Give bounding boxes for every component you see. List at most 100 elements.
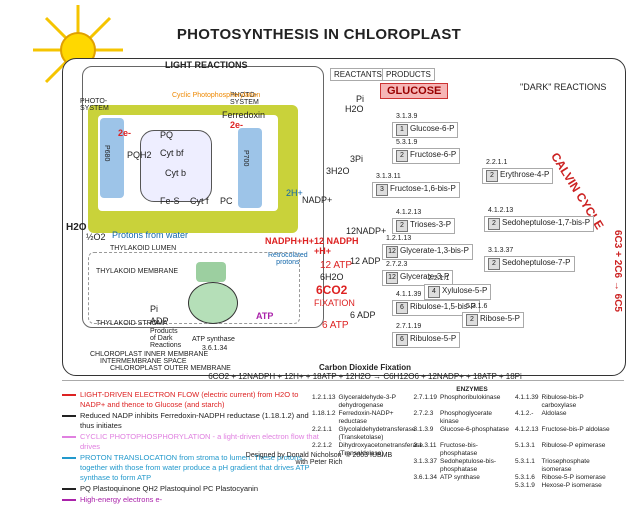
enzyme-cell: 5.3.1.6 — [515, 474, 535, 481]
enzyme-cell — [312, 482, 339, 490]
enzyme-cell: Triosephosphate isomerase — [541, 458, 590, 473]
legend-text: PROTON TRANSLOCATION from stroma to lume… — [80, 453, 310, 482]
enzyme-cell: Hexose-P isomerase — [541, 482, 602, 489]
psii-complex — [100, 118, 124, 198]
legend-item: High-energy electrons e- — [62, 495, 322, 505]
step-ec: 4.1.2.13 — [396, 209, 422, 216]
enzyme-cell: 2.7.2.3 — [413, 410, 434, 417]
enzyme-cell: 2.7.1.19 — [413, 394, 438, 401]
products-label: Products of Dark Reactions — [150, 328, 182, 349]
photosystem-2-label: PHOTO- SYSTEM — [80, 98, 109, 112]
mid-12atp: 12 ATP — [320, 260, 353, 271]
thylakoid-membrane-label: THYLAKOID MEMBRANE — [96, 268, 179, 275]
enzyme-cell: Glucose-6-phosphatase — [440, 426, 510, 433]
enzyme-cell: 3.1.3.37 — [413, 458, 438, 465]
atp-synthase-ec: 3.6.1.34 — [202, 345, 228, 352]
enzyme-cell: Fructose-bis-P aldolase — [541, 426, 610, 433]
legend: LIGHT-DRIVEN ELECTRON FLOW (electric cur… — [62, 390, 322, 506]
retrocolated-label: Retrocolated protons — [268, 252, 308, 266]
intermembrane-label: INTERMEMBRANE SPACE — [100, 358, 187, 365]
atp-synthase-label: ATP synthase — [192, 336, 235, 343]
mid-12adp: 12 ADP — [350, 256, 381, 266]
enzyme-cell: Dihydroxyacetonetransferase (Transaldola… — [338, 442, 424, 457]
step-ec: 4.1.2.13 — [488, 207, 514, 214]
step-name: Fructose-6-P — [410, 150, 457, 159]
credit: Designed by Donald Nicholson © 2003 IUBM… — [0, 452, 638, 466]
legend-text: High-energy electrons e- — [80, 495, 163, 504]
step-count: 6 — [396, 302, 408, 314]
atp-synthase-head — [188, 282, 238, 324]
step-count: 2 — [396, 150, 408, 162]
legend-arrow-icon — [62, 436, 76, 438]
legend-item: CYCLIC PHOTOPHOSPHORYLATION - a light-dr… — [62, 432, 322, 452]
copyright: © 2003 IUBMB — [345, 452, 393, 459]
enzyme-cell: 3.6.1.34 — [413, 474, 438, 481]
enzyme-cell: 4.1.2.- — [515, 410, 534, 417]
step-name: Ribose-5-P — [480, 314, 521, 323]
mid-3pi: 3Pi — [350, 154, 364, 164]
enzyme-cell: 3.1.3.9 — [413, 426, 434, 433]
atp-label: ATP — [256, 311, 274, 321]
page-title: PHOTOSYNTHESIS IN CHLOROPLAST — [176, 26, 462, 43]
step-count: 2 — [488, 258, 500, 270]
step-count: 3 — [376, 184, 388, 196]
water-label: H2O — [66, 222, 87, 233]
credit-line2: with Peter Rich — [295, 459, 343, 466]
cytbf-complex — [140, 130, 212, 202]
cyclic-label: Cyclic Photophosphorylation — [172, 92, 261, 99]
step-ec: 2.2.1.1 — [486, 159, 508, 166]
enzyme-cell: 4.1.1.39 — [515, 394, 539, 401]
thylakoid-stroma-label: THYLAKOID STROMA — [96, 320, 168, 327]
separator — [62, 380, 624, 381]
step-ec: 3.1.3.9 — [396, 113, 418, 120]
calvin-equation: 6C3 + 2C6 → 6C5 — [612, 230, 623, 312]
step-count: 12 — [386, 246, 398, 258]
enzyme-cell — [312, 474, 339, 482]
enzyme-cell: 3.1.3.11 — [413, 442, 437, 449]
mid-6adp: 6 ADP — [350, 310, 376, 320]
pq-label: PQ — [160, 130, 174, 140]
electron-label-2: 2e- — [230, 120, 244, 130]
cytf-label: Cyt f — [190, 196, 209, 206]
legend-item: LIGHT-DRIVEN ELECTRON FLOW (electric cur… — [62, 390, 322, 410]
step-name: Ribulose-1,5-bis-P — [410, 302, 476, 311]
atp-synthase-stalk — [196, 262, 226, 282]
dark-reactions-label: "DARK" REACTIONS — [520, 82, 607, 92]
mid-pi: Pi — [356, 94, 365, 104]
step-name: Trioses-3-P — [410, 220, 452, 229]
step-ec: 1.2.1.13 — [386, 235, 412, 242]
mid-6co2: 6CO2 — [316, 283, 348, 297]
step-name: Sedoheptulose-7-P — [502, 258, 571, 267]
mid-fixation: FIXATION — [314, 298, 355, 308]
enzyme-cell: Ribulose-P epimerase — [541, 442, 606, 449]
step-ec: 2.2.1.1 — [428, 275, 450, 282]
p680-label: P680 — [103, 145, 110, 162]
step-count: 2 — [486, 170, 498, 182]
protons-label: Protons from water — [112, 230, 189, 240]
step-name: Erythrose-4-P — [500, 170, 550, 179]
enzyme-cell: Fructose-bis-phosphatase — [440, 442, 478, 457]
legend-arrow-icon — [62, 394, 76, 396]
electron-label-1: 2e- — [118, 128, 132, 138]
light-reactions-label: LIGHT REACTIONS — [165, 60, 248, 70]
cytbf-label: Cyt bf — [160, 148, 184, 158]
legend-arrow-icon — [62, 415, 76, 417]
step-count: 1 — [396, 124, 408, 136]
step-ec: 4.1.1.39 — [396, 291, 422, 298]
p700-label: P700 — [242, 150, 249, 167]
step-ec: 3.1.3.37 — [488, 247, 514, 254]
mid-6atp: 6 ATP — [322, 320, 349, 331]
legend-text: LIGHT-DRIVEN ELECTRON FLOW (electric cur… — [80, 390, 299, 409]
